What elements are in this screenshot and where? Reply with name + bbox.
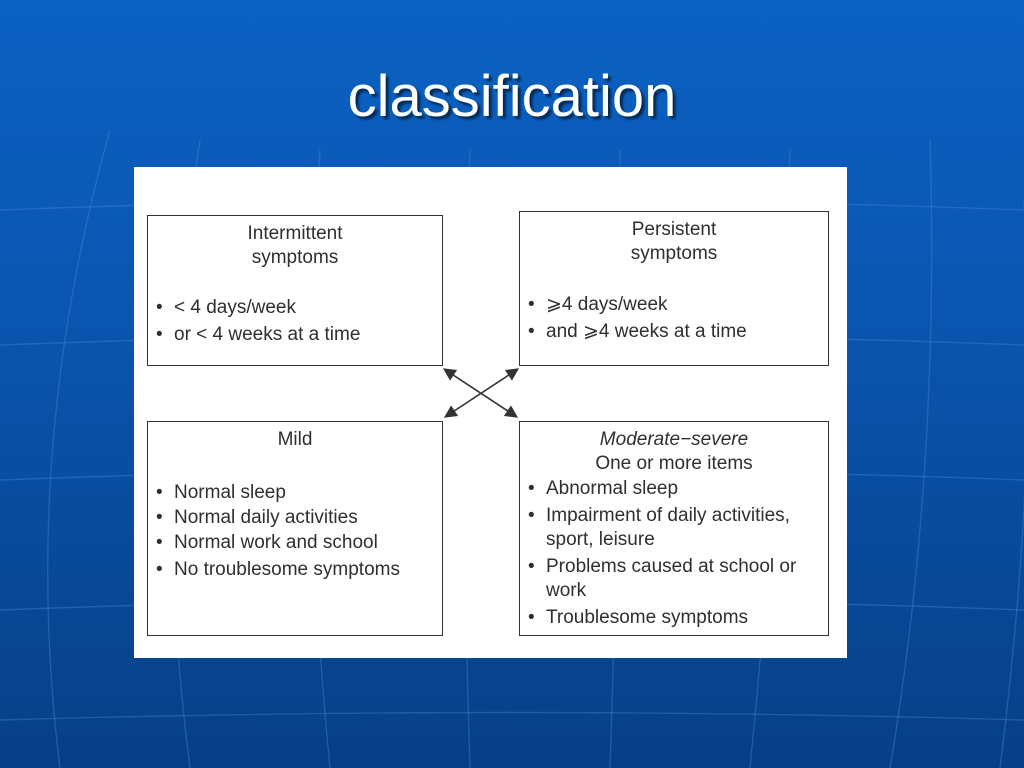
box-moderate-severe-title: Moderate−severe One or more items — [520, 428, 828, 476]
box-intermittent-symptoms: Intermittent symptoms < 4 days/week or <… — [147, 215, 443, 366]
bullet-list: ⩾4 days/week and ⩾4 weeks at a time — [520, 293, 828, 344]
list-item: Problems caused at school or work — [520, 555, 822, 603]
list-item: No troublesome symptoms — [148, 558, 442, 582]
title-line: One or more items — [595, 453, 753, 474]
list-item: Abnormal sleep — [520, 477, 822, 501]
classification-diagram: Intermittent symptoms < 4 days/week or <… — [134, 167, 847, 658]
title-line: Moderate−severe — [599, 429, 749, 450]
list-item: Troublesome symptoms — [520, 606, 822, 630]
title-line: symptoms — [630, 243, 718, 264]
bullet-list: Abnormal sleep Impairment of daily activ… — [520, 477, 828, 630]
list-item: Normal work and school — [148, 531, 442, 555]
box-moderate-severe: Moderate−severe One or more items Abnorm… — [519, 421, 829, 636]
list-item: < 4 days/week — [148, 296, 442, 320]
list-item: and ⩾4 weeks at a time — [520, 320, 828, 344]
box-intermittent-title: Intermittent symptoms — [148, 222, 442, 270]
title-line: symptoms — [251, 247, 339, 268]
arrow-persistent-to-mild — [443, 368, 520, 418]
list-item: ⩾4 days/week — [520, 293, 828, 317]
title-line: Intermittent — [247, 223, 343, 244]
connector-arrows — [442, 368, 520, 418]
slide-title: classification — [347, 64, 677, 129]
box-mild-title: Mild — [148, 428, 442, 452]
list-item: Impairment of daily activities, sport, l… — [520, 504, 822, 552]
box-persistent-title: Persistent symptoms — [520, 218, 828, 266]
title-line: Persistent — [631, 219, 717, 240]
list-item: Normal sleep — [148, 481, 442, 505]
bullet-list: < 4 days/week or < 4 weeks at a time — [148, 296, 442, 347]
bullet-list: Normal sleep Normal daily activities Nor… — [148, 481, 442, 582]
list-item: or < 4 weeks at a time — [148, 323, 442, 347]
list-item: Normal daily activities — [148, 506, 442, 530]
box-mild: Mild Normal sleep Normal daily activitie… — [147, 421, 443, 636]
box-persistent-symptoms: Persistent symptoms ⩾4 days/week and ⩾4 … — [519, 211, 829, 366]
title-line: Mild — [277, 429, 313, 450]
